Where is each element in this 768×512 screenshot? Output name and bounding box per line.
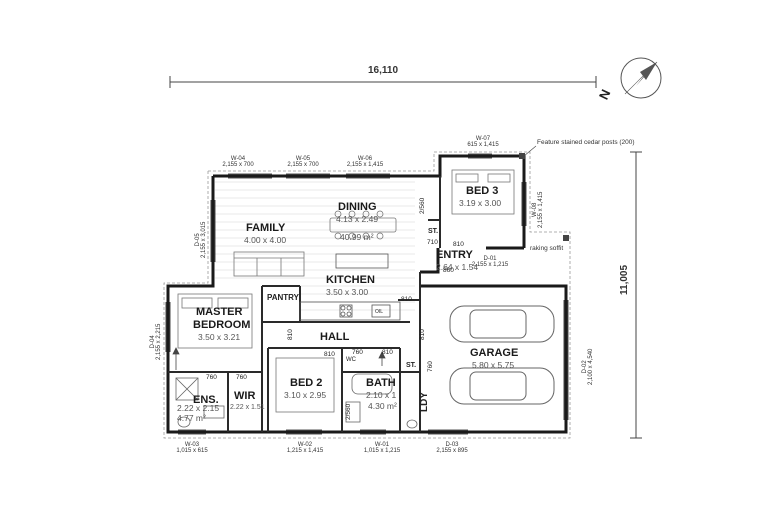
room-bed2-name: BED 2 (290, 377, 323, 389)
room-dining-size: 4.13 x 2.49 (336, 214, 379, 224)
room-hall-name: HALL (320, 331, 350, 343)
room-bed3-size: 3.19 x 3.00 (459, 198, 502, 208)
living-area: 40.99 m² (340, 232, 374, 242)
room-ens-area: 4.77 m² (177, 413, 206, 423)
floor-boards-hatch (215, 181, 415, 311)
room-bed3-name: BED 3 (466, 185, 499, 197)
room-bath-name: BATH (366, 377, 396, 389)
room-ldy-name: LDY (419, 392, 430, 412)
door-size-label: 860 (443, 267, 454, 274)
door-size-label: 810 (453, 241, 464, 248)
interior-walls (168, 176, 441, 432)
room-garage-size: 5.80 x 5.75 (472, 360, 515, 370)
compass-icon (620, 57, 662, 99)
overall-depth-label: 11,005 (619, 264, 630, 295)
door-size-label: 760 (236, 374, 247, 381)
room-family-size: 4.00 x 4.00 (244, 235, 287, 245)
room-ens-size: 2.22 x 2.15 (177, 403, 220, 413)
room-st-entry-name: ST. (428, 228, 439, 235)
exterior-walls (166, 154, 568, 434)
sofa (233, 251, 305, 277)
depth-dimension-line (630, 151, 642, 439)
room-dining-name: DINING (338, 201, 377, 213)
room-master-name-2: BEDROOM (193, 319, 251, 331)
room-kitchen-size: 3.50 x 3.00 (326, 287, 369, 297)
door-size-label: 810 (324, 351, 335, 358)
room-st-ldy-name: ST. (406, 362, 417, 369)
master-bed (177, 293, 253, 349)
garage-cars (449, 305, 555, 405)
room-master-size: 3.50 x 3.21 (198, 332, 241, 342)
entry-arrows (172, 347, 386, 370)
door-size-label: 760 (427, 361, 434, 372)
bed3-bed (451, 169, 515, 215)
room-bath-size: 2.10 x 1 (366, 390, 397, 400)
room-entry-name: ENTRY (436, 249, 473, 261)
door-size-label: 810 (382, 349, 393, 356)
room-bed2-size: 3.10 x 2.95 (284, 390, 327, 400)
cedar-post (563, 235, 569, 241)
ensuite-fixtures (175, 377, 225, 428)
room-family-name: FAMILY (246, 222, 286, 234)
room-bath-area: 4.30 m² (368, 401, 397, 411)
kitchen-benches (299, 253, 401, 321)
door-size-label: 810 (401, 296, 412, 303)
door-size-label: 2/560 (345, 403, 352, 420)
bed2-bed (275, 357, 335, 413)
cedar-post (519, 153, 525, 159)
room-entry-size: 2.64 x 1.54 (436, 262, 479, 272)
posts-note-line: Feature stained cedar posts (200) (537, 139, 635, 146)
room-garage-name: GARAGE (470, 347, 519, 359)
room-ens-name: ENS. (193, 394, 219, 406)
oven-label: OIL (375, 309, 384, 315)
room-master-name-1: MASTER (196, 306, 243, 318)
door-size-label: 760 (206, 374, 217, 381)
room-wir-name: WIR (234, 390, 256, 402)
room-wc-name: WC (346, 357, 356, 363)
room-pantry-name: PANTRY (267, 293, 299, 302)
door-size-label: 760 (352, 349, 363, 356)
soffit-note: raking soffit (530, 245, 564, 252)
window-marks (165, 153, 569, 435)
door-size-label: 810 (287, 329, 294, 340)
width-dimension-line (169, 76, 597, 88)
door-size-label: 810 (419, 329, 426, 340)
door-size-label: 2/560 (419, 197, 426, 214)
overall-width-label: 16,110 (367, 65, 399, 76)
bath-fixtures (345, 373, 418, 429)
roofline-dashed (163, 151, 571, 439)
dining-table (329, 210, 397, 240)
room-kitchen-name: KITCHEN (326, 274, 375, 286)
door-size-label: 710 (427, 239, 438, 246)
posts-note-leader (523, 145, 537, 157)
room-wir-size: 2.22 x 1.51 (230, 404, 265, 411)
